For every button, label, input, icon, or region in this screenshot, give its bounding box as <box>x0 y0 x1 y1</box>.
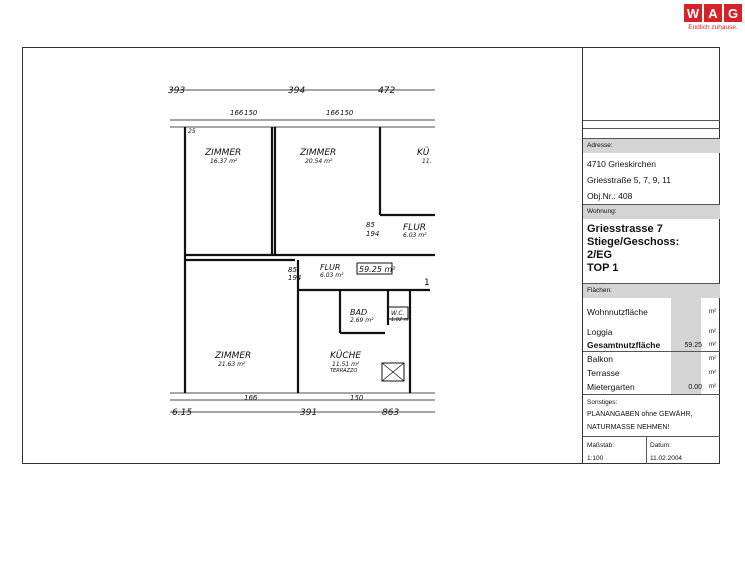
area-value-column <box>671 298 701 394</box>
room-name: ZIMMER <box>204 148 241 158</box>
window-mark: 166 <box>326 109 340 117</box>
misc-line: NATURMASSE NEHMEN! <box>587 424 670 431</box>
address-label: Adresse: <box>583 138 720 153</box>
room-area: 6.03 m² <box>320 272 344 279</box>
dim-top-2: 394 <box>288 86 305 96</box>
plan-walls <box>183 127 435 393</box>
address-line: 4710 Grieskirchen <box>587 159 656 169</box>
room-area: 1.02 m² <box>391 317 411 323</box>
scale-label: Maßstab: <box>587 442 615 449</box>
room-area: 11. <box>422 158 432 165</box>
dim-top-3: 472 <box>378 86 395 96</box>
info-panel: Adresse: 4710 Grieskirchen Griesstraße 5… <box>582 47 720 464</box>
window-mark: 150 <box>340 109 354 117</box>
dim-bottom-2: 391 <box>300 408 317 418</box>
small-mark: 25 <box>188 128 196 135</box>
room-name: FLUR <box>320 263 340 272</box>
small-mark: 1 <box>424 278 430 288</box>
areas-label: Flächen: <box>583 283 720 298</box>
room-name: ZIMMER <box>214 351 251 361</box>
plan-dimension-lines <box>170 89 435 413</box>
window-mark: 150 <box>244 109 258 117</box>
address-line: Griesstraße 5, 7, 9, 11 <box>587 175 671 185</box>
room-area: 6.03 m² <box>403 232 427 239</box>
room-name: BAD <box>350 308 367 317</box>
room-area: 2.69 m² <box>350 317 374 324</box>
room-area: 16.37 m² <box>210 158 238 165</box>
door-mark: 194 <box>288 274 301 282</box>
unit-label: Wohnung: <box>583 204 720 219</box>
logo-tagline: Endlich zuhause. <box>688 24 738 31</box>
dim-bottom-1: 6.15 <box>172 408 192 418</box>
room-name: ZIMMER <box>299 148 336 158</box>
floor-plan: 393 394 472 6.15 391 863 166 150 166 150… <box>168 86 435 418</box>
window-mark: 150 <box>350 394 364 402</box>
wag-logo: W A G Endlich zuhause. <box>684 4 742 31</box>
door-mark: 85 <box>366 221 375 229</box>
room-area: 11.51 m² <box>332 361 360 368</box>
unit-line: Stiege/Geschoss: <box>587 236 680 248</box>
dim-bottom-3: 863 <box>382 408 399 418</box>
unit-line: 2/EG <box>587 249 613 261</box>
misc-label: Sonstiges: <box>587 399 618 406</box>
logo-letter: G <box>724 4 742 22</box>
unit-line: TOP 1 <box>587 262 619 274</box>
window-mark: 166 <box>244 394 258 402</box>
logo-letter: A <box>704 4 722 22</box>
room-area: 20.54 m² <box>305 158 333 165</box>
logo-letter: W <box>684 4 702 22</box>
scale-value: 1:100 <box>587 455 604 462</box>
plan-frame <box>22 47 720 464</box>
date-label: Datum: <box>650 442 671 449</box>
door-mark: 194 <box>366 230 379 238</box>
room-note: TERRAZZO <box>330 368 357 374</box>
room-name: W.C. <box>391 310 405 317</box>
address-line: Obj.Nr.: 408 <box>587 191 633 201</box>
dim-top-1: 393 <box>168 86 185 96</box>
door-mark: 85 <box>288 266 297 274</box>
room-name: KÜ <box>417 147 430 158</box>
room-name: FLUR <box>403 223 426 233</box>
room-name: KÜCHE <box>330 350 361 361</box>
total-area: 59.25 m² <box>359 265 396 274</box>
unit-line: Griesstrasse 7 <box>587 223 663 235</box>
misc-line: PLANANGABEN ohne GEWÄHR, <box>587 411 693 418</box>
room-area: 21.63 m² <box>218 361 246 368</box>
window-mark: 166 <box>230 109 244 117</box>
date-value: 11.02.2004 <box>650 455 683 462</box>
